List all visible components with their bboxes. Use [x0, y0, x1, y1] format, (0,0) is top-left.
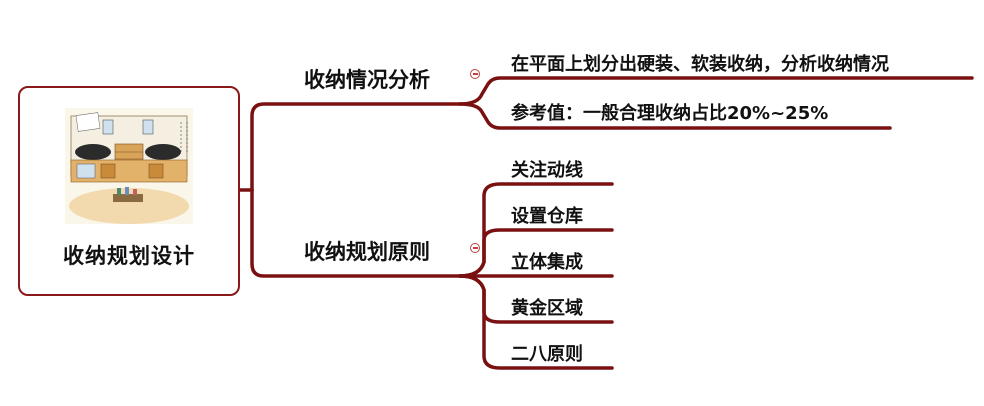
leaf-principle-4[interactable]: 黄金区域 — [511, 298, 583, 319]
collapse-toggle-icon[interactable] — [470, 69, 480, 79]
leaf-principle-5[interactable]: 二八原则 — [511, 344, 583, 365]
collapse-toggle-icon[interactable] — [470, 243, 480, 253]
storage-room-illustration — [65, 108, 193, 224]
branch-storage-analysis[interactable]: 收纳情况分析 — [304, 68, 430, 92]
branch-storage-principles[interactable]: 收纳规划原则 — [304, 240, 430, 264]
leaf-principle-1[interactable]: 关注动线 — [511, 160, 583, 181]
root-node[interactable]: 收纳规划设计 — [18, 86, 240, 296]
leaf-principle-2[interactable]: 设置仓库 — [511, 206, 583, 227]
leaf-storage-analysis-2[interactable]: 参考值：一般合理收纳占比20%~25% — [511, 103, 829, 124]
leaf-principle-3[interactable]: 立体集成 — [511, 252, 583, 273]
root-label: 收纳规划设计 — [63, 244, 195, 268]
leaf-storage-analysis-1[interactable]: 在平面上划分出硬装、软装收纳，分析收纳情况 — [511, 54, 889, 75]
